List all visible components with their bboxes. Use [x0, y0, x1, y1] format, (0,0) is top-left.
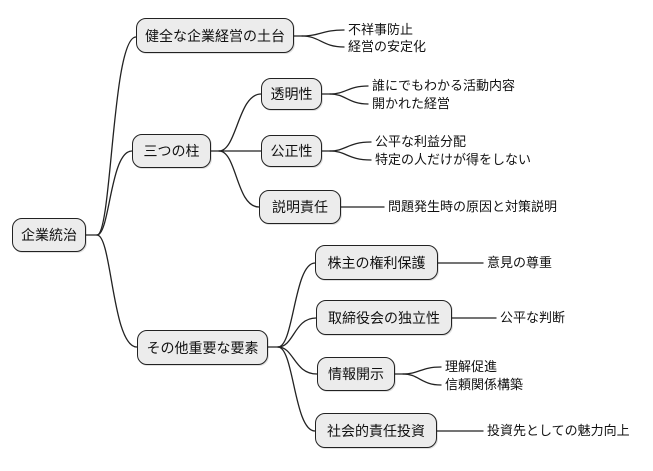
- sub-branch-node-label: 透明性: [270, 86, 313, 102]
- leaf-label-respect-opinions: 意見の尊重: [487, 255, 553, 270]
- leaf-label-cause-and-countermeasure: 問題発生時の原因と対策説明: [388, 199, 558, 214]
- root-node-label: 企業統治: [21, 227, 77, 243]
- sub-branch-node-transparency: 透明性: [261, 78, 322, 110]
- connector-foundation-leaf2: [301, 35, 345, 48]
- connector-transparency-leaf1: [329, 85, 369, 95]
- branch-node-three-pillars: 三つの柱: [132, 134, 211, 168]
- leaf-label-management-stability: 経営の安定化: [348, 39, 427, 54]
- connector-transparency-leaf2: [329, 93, 369, 105]
- connector-root-to-foundation: [96, 36, 137, 236]
- sub-branch-node-social-responsibility-investment: 社会的責任投資: [315, 413, 437, 448]
- connector-foundation-leaf1: [301, 29, 345, 37]
- sub-branch-node-label: 取締役会の独立性: [328, 309, 440, 326]
- sub-branch-node-label: 情報開示: [328, 366, 384, 382]
- connector-other-to-shareholder: [277, 262, 316, 348]
- connector-disclosure-leaf2: [402, 373, 442, 386]
- leaf-label-fair-profit-distribution: 公平な利益分配: [375, 134, 467, 149]
- sub-branch-node-label: 社会的責任投資: [327, 422, 425, 439]
- connector-fairness-leaf2: [329, 150, 372, 161]
- leaf-label-build-trust: 信頼関係構築: [445, 377, 524, 392]
- branch-node-label: 三つの柱: [143, 143, 200, 159]
- sub-branch-node-information-disclosure: 情報開示: [317, 357, 395, 391]
- connector-root-to-pillars: [96, 150, 133, 236]
- branch-node-foundation: 健全な企業経営の土台: [136, 18, 294, 53]
- leaf-label-scandal-prevention: 不祥事防止: [348, 22, 414, 37]
- sub-branch-node-label: 説明責任: [272, 199, 328, 215]
- leaf-label-investment-attractiveness: 投資先としての魅力向上: [487, 423, 630, 438]
- sub-branch-node-board-independence: 取締役会の独立性: [316, 300, 452, 335]
- connector-other-to-disclosure: [277, 346, 318, 375]
- connector-disclosure-leaf1: [402, 366, 442, 375]
- connector-other-to-board: [277, 317, 317, 348]
- branch-node-label: 健全な企業経営の土台: [145, 27, 285, 44]
- connector-pillars-to-accountability: [218, 150, 260, 208]
- sub-branch-node-shareholder-rights: 株主の権利保護: [315, 245, 438, 280]
- leaf-label-no-special-advantage: 特定の人だけが得をしない: [375, 152, 532, 167]
- branch-node-other-elements: その他重要な要素: [137, 330, 268, 365]
- leaf-label-understandable-activities: 誰にでもわかる活動内容: [372, 78, 516, 93]
- leaf-label-open-management: 開かれた経営: [372, 96, 451, 111]
- sub-branch-node-label: 公正性: [270, 143, 313, 159]
- leaf-label-promote-understanding: 理解促進: [445, 359, 498, 374]
- root-node-corporate-governance: 企業統治: [12, 218, 86, 252]
- sub-branch-node-label: 株主の権利保護: [327, 254, 426, 271]
- sub-branch-node-accountability: 説明責任: [259, 190, 341, 224]
- connector-fairness-leaf1: [329, 141, 372, 152]
- leaf-label-fair-judgment: 公平な判断: [500, 310, 566, 325]
- connector-pillars-to-transparency: [218, 93, 262, 152]
- branch-node-label: その他重要な要素: [146, 339, 259, 356]
- connector-root-to-other: [96, 234, 138, 348]
- sub-branch-node-fairness: 公正性: [261, 135, 322, 167]
- connector-other-to-sri: [277, 346, 316, 432]
